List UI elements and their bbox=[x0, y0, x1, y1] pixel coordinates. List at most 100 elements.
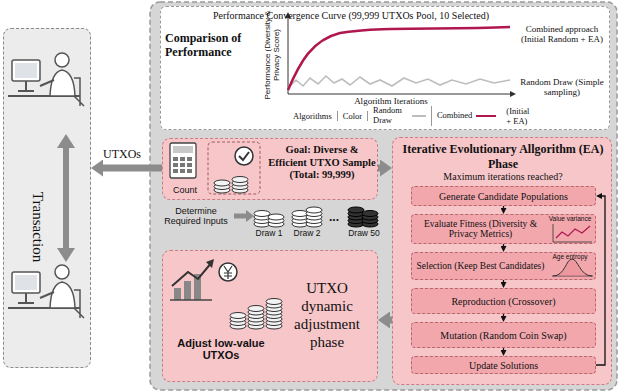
axis-label: Performance (Diversity & Privacy Score) bbox=[264, 9, 282, 101]
coin bbox=[362, 218, 378, 224]
axis-label: Algorithm Iterations bbox=[321, 96, 461, 106]
legend: AlgorithmsColor (Initial + EA) Random Draw… bbox=[288, 109, 534, 123]
flow-arrow bbox=[390, 317, 392, 324]
vertical-label: Transaction bbox=[29, 192, 46, 262]
step-text: Reproduction (Crossover) bbox=[451, 296, 555, 307]
goal-box: CountGoal: Diverse & Efficient UTXO Samp… bbox=[162, 138, 378, 200]
flow-arrow bbox=[103, 165, 162, 172]
metric-label: Value variance bbox=[548, 216, 592, 223]
coin bbox=[362, 214, 378, 220]
entropy-chart bbox=[552, 259, 593, 276]
phase-title: UTXO dynamic adjustment phase bbox=[279, 279, 375, 351]
coin bbox=[292, 211, 308, 217]
coin bbox=[362, 221, 378, 227]
edge-label: UTXOs bbox=[100, 147, 144, 162]
curve-label: Random Draw (Simple sampling) bbox=[516, 77, 608, 97]
chart-title: Performance Convergence Curve (99,999 UT… bbox=[191, 10, 511, 21]
process-box: Generate Candidate Populations bbox=[411, 186, 596, 206]
actor-panel: Transaction bbox=[3, 28, 91, 368]
step-text: Selection (Keep Best Candidates) bbox=[417, 261, 545, 271]
coin bbox=[266, 320, 282, 326]
coin bbox=[268, 218, 284, 224]
coin bbox=[266, 302, 282, 308]
coin bbox=[214, 180, 230, 186]
input-arrow bbox=[234, 210, 254, 222]
coin bbox=[266, 306, 282, 312]
coin bbox=[266, 313, 282, 319]
coin bbox=[248, 323, 264, 329]
process-box: Reproduction (Crossover) bbox=[411, 288, 596, 314]
coin bbox=[230, 313, 246, 319]
key bbox=[187, 169, 192, 173]
process-box: Update Solutions bbox=[411, 356, 596, 374]
draw-label: Draw 2 bbox=[289, 228, 325, 238]
coin bbox=[268, 221, 284, 227]
coin bbox=[230, 320, 246, 326]
legend-item: Combined bbox=[432, 111, 501, 121]
key bbox=[173, 163, 178, 167]
legend-text: Combined bbox=[437, 111, 472, 121]
user-icon bbox=[8, 265, 84, 318]
coin bbox=[348, 211, 364, 217]
flow-arrow bbox=[378, 165, 380, 172]
coin bbox=[248, 306, 264, 312]
combined-curve bbox=[288, 27, 510, 90]
ellipsis: ... bbox=[322, 210, 346, 224]
coin bbox=[292, 218, 308, 224]
key bbox=[180, 157, 185, 161]
step-arrow bbox=[596, 196, 605, 365]
user-icon bbox=[8, 53, 84, 106]
chart-axes bbox=[285, 12, 516, 97]
coin bbox=[232, 180, 248, 186]
phase-box: Adjust low-value UTXOsUTXO dynamic adjus… bbox=[162, 250, 378, 382]
coin bbox=[266, 299, 282, 305]
coin bbox=[306, 221, 322, 227]
coin bbox=[306, 214, 322, 220]
random-draw-curve bbox=[288, 76, 510, 88]
key bbox=[180, 169, 185, 173]
chart-yen-icon bbox=[170, 259, 237, 300]
legend-text: Random Draw bbox=[373, 106, 408, 126]
step-text: Evaluate Fitness (Diversity & Privacy Me… bbox=[416, 219, 545, 240]
coin bbox=[230, 316, 246, 322]
step-arrow bbox=[503, 244, 504, 246]
step-arrow bbox=[503, 280, 504, 282]
key bbox=[173, 157, 178, 161]
process-box: Mutation (Random Coin Swap) bbox=[411, 322, 596, 348]
coin bbox=[254, 218, 270, 224]
coin bbox=[348, 214, 364, 220]
step-arrow bbox=[503, 206, 504, 208]
coin bbox=[306, 207, 322, 213]
annotation: Determine Required Inputs bbox=[160, 206, 232, 226]
legend-header: Color bbox=[338, 111, 368, 121]
coin bbox=[306, 211, 322, 217]
key bbox=[187, 163, 192, 167]
legend-swatch bbox=[412, 115, 426, 118]
step-text: Generate Candidate Populations bbox=[439, 191, 568, 202]
coin-stacks bbox=[230, 299, 282, 330]
coin bbox=[292, 221, 308, 227]
coin bbox=[266, 309, 282, 315]
goal-text: Goal: Diverse & Efficient UTXO Sample (T… bbox=[267, 144, 377, 182]
variance-chart bbox=[553, 224, 592, 242]
phase-title: Iterative Evolutionary Allgorithm (EA) P… bbox=[401, 142, 605, 172]
check-coins-icon bbox=[208, 142, 260, 194]
curve-label: Combined approach (Initial Random + EA) bbox=[516, 24, 608, 44]
draw-label: Draw 1 bbox=[251, 228, 287, 238]
coin bbox=[248, 313, 264, 319]
coin bbox=[232, 184, 248, 190]
coin bbox=[348, 207, 364, 213]
chart-heading: Comparison of Performance bbox=[165, 31, 261, 60]
coin bbox=[348, 221, 364, 227]
legend-note: (Initial + EA) bbox=[501, 106, 534, 126]
coin bbox=[266, 323, 282, 329]
loop-condition: Maximum iterations reached? bbox=[401, 171, 605, 182]
metric-label: Age entropy bbox=[548, 254, 592, 261]
coin bbox=[232, 187, 248, 193]
action-text: Adjust low-value UTXOs bbox=[169, 337, 273, 361]
legend-header: Algorithms bbox=[288, 111, 338, 121]
legend-swatch bbox=[476, 115, 496, 118]
coin bbox=[254, 221, 270, 227]
calculator-icon bbox=[170, 143, 196, 178]
process-box: Selection (Keep Best Candidates)Age entr… bbox=[411, 252, 596, 280]
